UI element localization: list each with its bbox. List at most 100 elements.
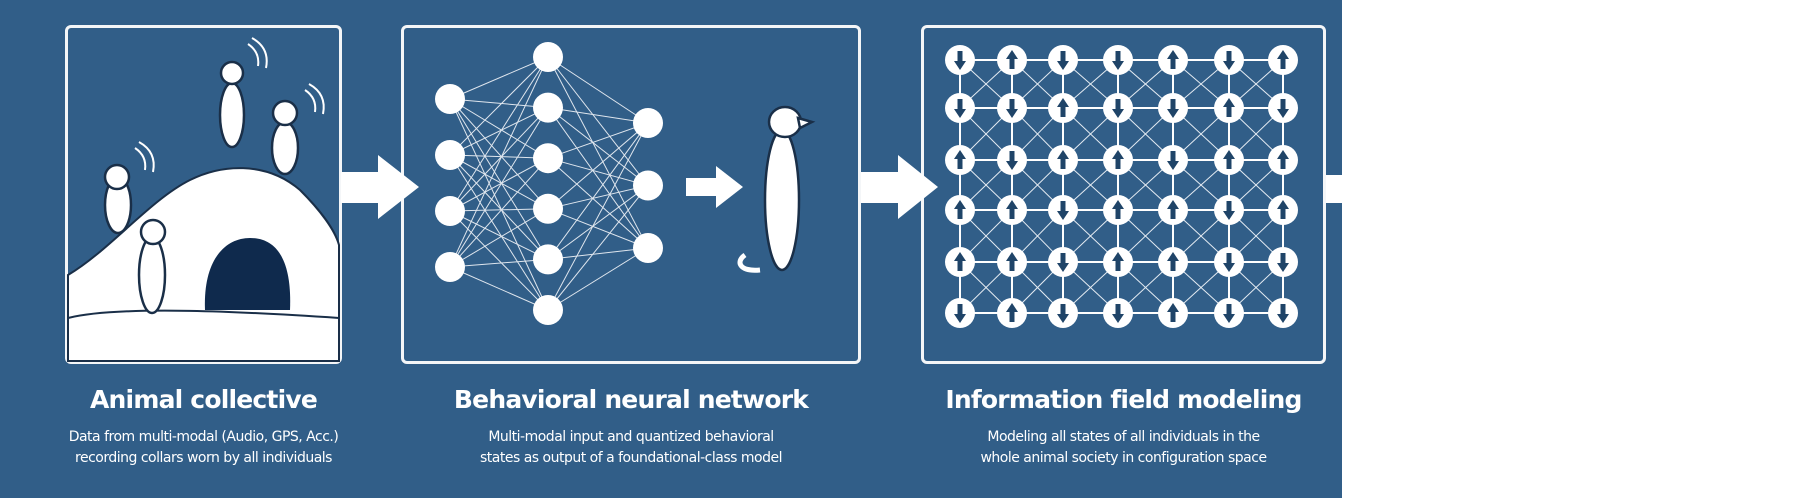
nn-node (533, 295, 563, 325)
spin-up-arrow-icon (1112, 252, 1124, 271)
nn-connection (547, 157, 649, 249)
nn-connection (547, 185, 649, 311)
nn-connection (449, 98, 549, 311)
nn-connection (449, 56, 549, 212)
stage-title-animal-collective: Animal collective (90, 385, 318, 414)
spin-down-arrow-icon (1006, 99, 1018, 118)
spin-down-arrow-icon (1277, 99, 1289, 118)
nn-connection (449, 98, 549, 159)
nn-connection (547, 56, 649, 186)
spin-down-arrow-icon (1112, 99, 1124, 118)
arrow-right-icon (1326, 175, 1342, 203)
nn-connection (449, 98, 549, 260)
nn-node (435, 252, 465, 282)
nn-connection (449, 154, 549, 260)
nn-connection (449, 154, 549, 210)
nn-connection (547, 157, 649, 186)
spin-up-arrow-icon (1057, 98, 1069, 117)
neural-network-icon (435, 42, 663, 325)
spin-down-arrow-icon (1277, 253, 1289, 272)
nn-connection (449, 107, 549, 268)
nn-connection (449, 56, 549, 100)
meerkat-icon (103, 60, 300, 315)
spin-up-arrow-icon (1057, 150, 1069, 169)
nn-connection (449, 157, 549, 268)
spin-up-arrow-icon (1006, 252, 1018, 271)
nn-connection (449, 107, 549, 212)
subtitle-line: Multi-modal input and quantized behavior… (488, 429, 774, 445)
spin-up-arrow-icon (1277, 150, 1289, 169)
nn-connection (449, 98, 549, 210)
nn-node (533, 143, 563, 174)
nn-connection (449, 208, 549, 212)
spin-up-arrow-icon (1006, 50, 1018, 69)
nn-connection (449, 98, 549, 109)
nn-connection (449, 107, 549, 156)
spin-up-arrow-icon (1006, 303, 1018, 322)
spin-up-arrow-icon (1223, 150, 1235, 169)
nn-connection (547, 107, 649, 124)
spin-down-arrow-icon (1167, 151, 1179, 170)
stage-title-neural-network: Behavioral neural network (453, 385, 809, 414)
nn-connection (547, 122, 649, 159)
nn-node (533, 42, 563, 72)
spin-up-arrow-icon (954, 200, 966, 219)
spin-down-arrow-icon (1277, 304, 1289, 323)
nn-connection (449, 56, 549, 268)
spin-down-arrow-icon (1057, 253, 1069, 272)
spin-down-arrow-icon (1223, 51, 1235, 70)
nn-node (633, 233, 663, 263)
spin-down-arrow-icon (1223, 201, 1235, 220)
spin-up-arrow-icon (1167, 303, 1179, 322)
spin-down-arrow-icon (1057, 201, 1069, 220)
nn-node (435, 196, 465, 226)
spin-down-arrow-icon (1112, 304, 1124, 323)
arrow-right-icon (861, 155, 938, 219)
spin-up-arrow-icon (1167, 50, 1179, 69)
spin-down-arrow-icon (1167, 99, 1179, 118)
nn-node (633, 108, 663, 138)
nn-connection (449, 157, 549, 212)
nn-connection (449, 210, 549, 311)
spin-down-arrow-icon (954, 99, 966, 118)
subtitle-line: Data from multi-modal (Audio, GPS, Acc.) (68, 429, 339, 445)
stage-title-information-field: Information field modeling (945, 385, 1302, 414)
spin-down-arrow-icon (954, 51, 966, 70)
spin-down-arrow-icon (1057, 51, 1069, 70)
nn-connection (449, 266, 549, 311)
nn-connection (547, 107, 649, 186)
subtitle-line: states as output of a foundational-class… (480, 450, 782, 466)
burrow-entrance (204, 238, 291, 310)
nn-connection (547, 107, 649, 249)
spin-up-arrow-icon (1112, 200, 1124, 219)
spin-down-arrow-icon (954, 304, 966, 323)
nn-connection (449, 258, 549, 268)
nn-connection (547, 56, 649, 249)
nn-node (533, 92, 563, 123)
nn-connection (547, 56, 649, 124)
meerkat-colony-illustration (67, 37, 340, 362)
spin-down-arrow-icon (1223, 253, 1235, 272)
subtitle-line: Modeling all states of all individuals i… (987, 429, 1260, 445)
spin-lattice-icon (945, 45, 1298, 328)
nn-connection (547, 208, 649, 249)
spin-down-arrow-icon (1112, 51, 1124, 70)
nn-connection (449, 154, 549, 311)
spin-up-arrow-icon (1167, 200, 1179, 219)
subtitle-line: recording collars worn by all individual… (75, 450, 332, 466)
stage-subtitle-animal-collective: Data from multi-modal (Audio, GPS, Acc.)… (40, 427, 367, 469)
nn-connection (449, 208, 549, 268)
nn-connection (547, 247, 649, 311)
stage-subtitle-information-field: Modeling all states of all individuals i… (921, 427, 1326, 469)
nn-connection (547, 122, 649, 210)
stage-subtitle-neural-network: Multi-modal input and quantized behavior… (401, 427, 861, 469)
nn-connection (449, 154, 549, 159)
nn-connection (449, 56, 549, 156)
spin-down-arrow-icon (1006, 151, 1018, 170)
spin-up-arrow-icon (1167, 252, 1179, 271)
spin-up-arrow-icon (954, 252, 966, 271)
subtitle-line: whole animal society in configuration sp… (980, 450, 1267, 466)
spin-up-arrow-icon (1277, 200, 1289, 219)
